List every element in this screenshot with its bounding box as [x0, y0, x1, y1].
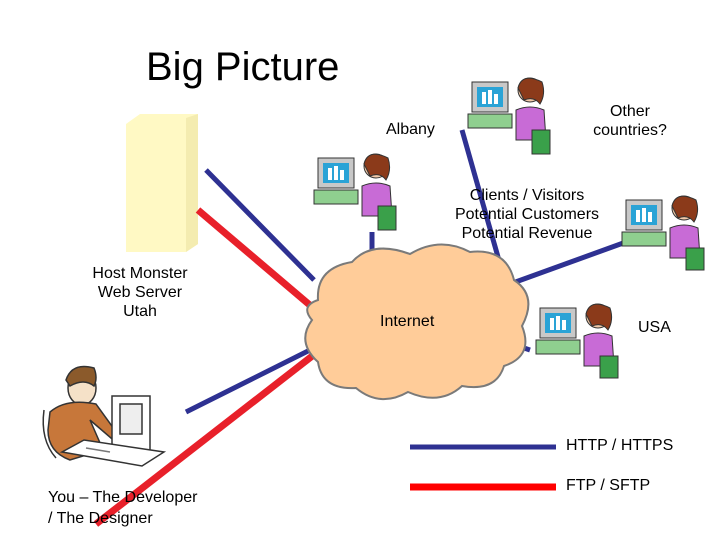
legend-http-label: HTTP / HTTPS: [566, 437, 674, 454]
connection-lines: [93, 129, 627, 527]
developer-icon: [42, 365, 167, 467]
user-computer-icon-usa: [535, 303, 619, 379]
host-label: Host Monster Web Server Utah: [80, 264, 200, 321]
developer-label: You – The Developer / The Designer: [48, 487, 197, 529]
clients-label: Clients / Visitors Potential Customers P…: [442, 186, 612, 243]
legend-ftp-label: FTP / SFTP: [566, 477, 651, 494]
ftp-line-developer: [93, 347, 323, 527]
http-line-clients: [509, 239, 627, 287]
other-countries-line-2: countries?: [593, 122, 667, 139]
usa-label: USA: [638, 319, 671, 336]
host-line-3: Utah: [123, 303, 157, 320]
clients-line-2: Potential Customers: [454, 206, 600, 223]
albany-label: Albany: [386, 121, 435, 138]
other-countries-label: Other countries?: [584, 102, 676, 140]
user-computer-icon-albany: [313, 153, 397, 231]
http-line-server: [204, 168, 316, 282]
http-line-other: [459, 129, 503, 265]
page-title: Big Picture: [146, 45, 340, 89]
host-line-1: Host Monster: [92, 265, 188, 282]
clients-line-3: Potential Revenue: [461, 225, 593, 242]
other-countries-line-1: Other: [609, 103, 650, 120]
developer-line-2: / The Designer: [48, 510, 153, 527]
user-computer-icon-clients: [621, 195, 705, 271]
server-icon: [126, 114, 198, 252]
cloud-icon: [304, 243, 530, 400]
internet-label: Internet: [380, 313, 435, 330]
developer-line-1: You – The Developer: [48, 489, 198, 506]
host-line-2: Web Server: [97, 284, 183, 301]
user-computer-icon-other: [467, 77, 551, 155]
ftp-line-server: [195, 207, 321, 315]
http-line-developer: [184, 343, 320, 415]
clients-line-1: Clients / Visitors: [469, 187, 585, 204]
